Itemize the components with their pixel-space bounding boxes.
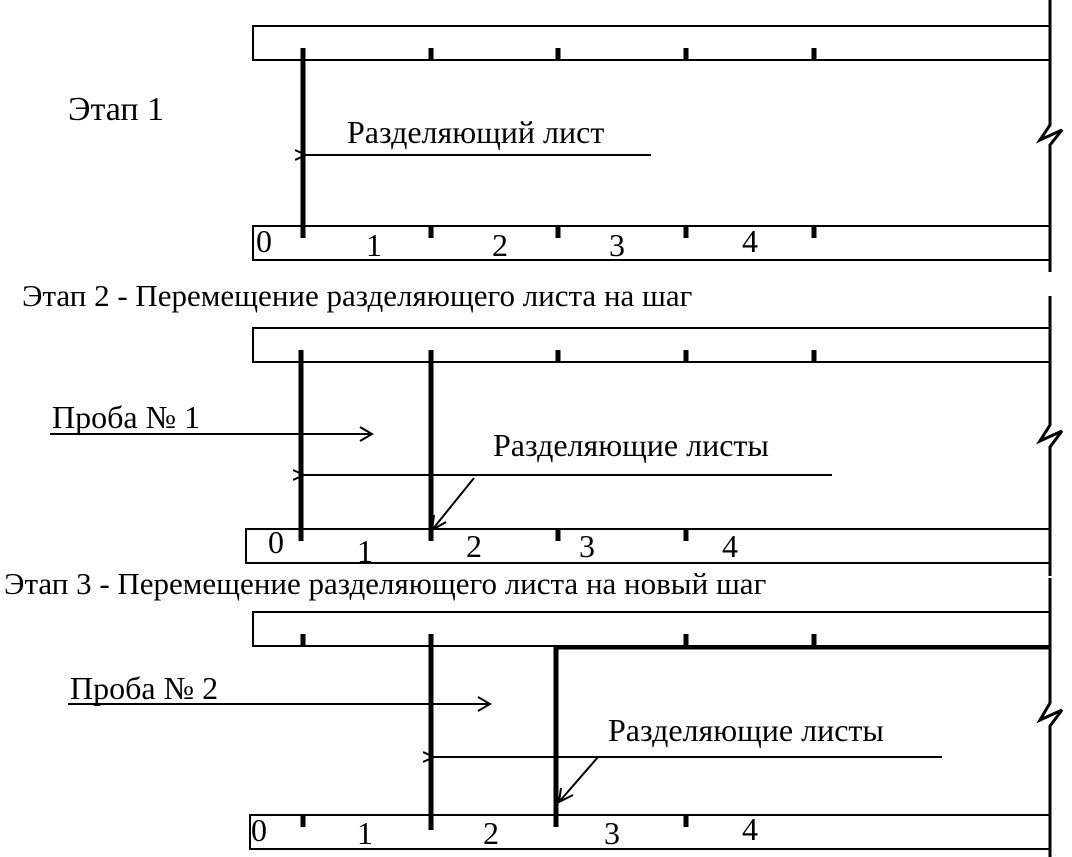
stage-3: Этап 3 - Перемещение разделяющего листа … xyxy=(4,566,1064,857)
stage-2-top-bar xyxy=(252,327,1051,363)
stage-2-num-4: 4 xyxy=(722,528,738,564)
stage-2-num-0: 0 xyxy=(268,524,284,560)
stage-3-top-bar xyxy=(252,611,1051,647)
stage-3-sample-label: Проба № 2 xyxy=(70,670,218,706)
stage-3-num-0: 0 xyxy=(251,812,267,848)
stage-2: Этап 2 - Перемещение разделяющего листа … xyxy=(22,278,1064,576)
stage-1-bottom-bar xyxy=(252,225,1051,261)
stage-2-num-3: 3 xyxy=(579,528,595,564)
stage-3-num-1: 1 xyxy=(357,815,373,851)
stage-1-top-bar xyxy=(252,25,1051,61)
stage-1-sheet-label: Разделяющий лист xyxy=(347,114,604,150)
stage-1: Этап 1 Разделяющий лист 0 1 2 3 4 xyxy=(68,0,1064,272)
stage-2-num-1: 1 xyxy=(357,533,373,569)
stage-3-bottom-bar xyxy=(249,814,1051,850)
stage-3-sheets-label: Разделяющие листы xyxy=(608,712,884,748)
stage-1-num-0: 0 xyxy=(256,223,272,259)
stage-2-sample-label: Проба № 1 xyxy=(52,399,200,435)
stage-1-num-1: 1 xyxy=(366,227,382,263)
stage-3-top-ticks xyxy=(300,634,817,646)
stage-3-right-boundary xyxy=(1036,578,1064,857)
stage-1-num-4: 4 xyxy=(742,223,758,259)
stage-2-num-2: 2 xyxy=(466,528,482,564)
stage-2-sheets-arrow-2 xyxy=(431,477,475,531)
stage-1-title: Этап 1 xyxy=(68,91,164,128)
stage-2-bottom-bar xyxy=(245,528,1051,564)
stage-1-right-boundary xyxy=(1035,0,1064,272)
stage-1-num-3: 3 xyxy=(609,227,625,263)
stage-2-bottom-ticks xyxy=(555,529,689,541)
stage-3-sheets-arrowhead-2 xyxy=(557,787,574,804)
stage-2-top-ticks xyxy=(555,350,817,362)
stage-3-num-3: 3 xyxy=(604,815,620,851)
stage-1-top-ticks xyxy=(428,48,817,60)
stage-1-num-2: 2 xyxy=(492,227,508,263)
stage-2-sample-arrowhead xyxy=(359,426,374,442)
stage-3-num-2: 2 xyxy=(483,815,499,851)
stage-3-title: Этап 3 - Перемещение разделяющего листа … xyxy=(4,566,766,601)
stage-3-bottom-ticks xyxy=(300,815,689,827)
stage-3-num-4: 4 xyxy=(742,811,758,847)
stage-3-sheets-arrow-2 xyxy=(558,756,599,803)
stage-3-sample-arrowhead xyxy=(477,696,492,712)
stage-2-right-boundary xyxy=(1036,296,1064,576)
stage-2-sheets-label: Разделяющие листы xyxy=(493,427,769,463)
stage-2-sheets-arrowhead-2 xyxy=(430,514,447,532)
stage-2-title: Этап 2 - Перемещение разделяющего листа … xyxy=(22,278,692,313)
stage-1-bottom-ticks xyxy=(428,226,817,238)
